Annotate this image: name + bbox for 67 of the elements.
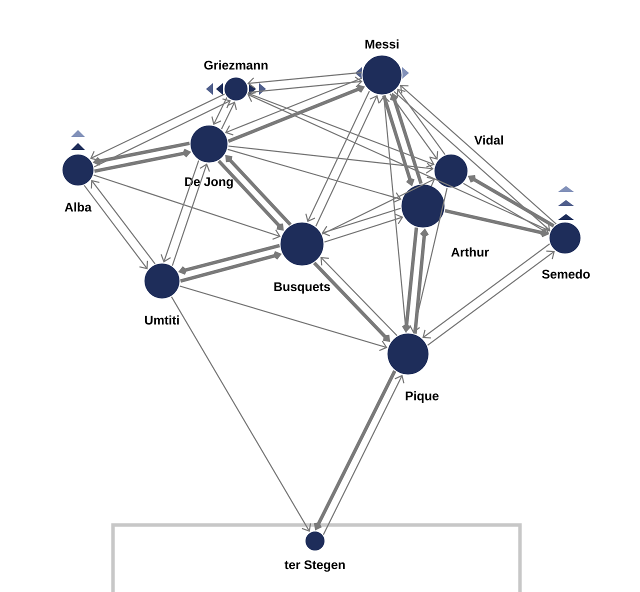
- arrow: [228, 148, 402, 203]
- arrow: [171, 296, 312, 532]
- player-node: Pique: [386, 332, 439, 403]
- node-label: Pique: [406, 391, 439, 403]
- arrow: [468, 174, 555, 228]
- player-node: Busquets: [274, 222, 330, 294]
- node-label: Griezmann: [204, 60, 268, 70]
- arrow: [94, 174, 281, 240]
- arrow: [180, 286, 388, 352]
- arrow: [248, 76, 362, 94]
- arrow: [400, 84, 557, 224]
- arrow: [402, 227, 418, 333]
- node-label: Vidal: [474, 135, 503, 145]
- arrow: [221, 101, 237, 130]
- arrow: [322, 374, 404, 535]
- arrow: [305, 90, 370, 222]
- arrow: [94, 148, 192, 173]
- arrow: [444, 208, 549, 238]
- arrow: [390, 94, 438, 160]
- arrow: [228, 145, 434, 174]
- arrow: [247, 92, 550, 232]
- player-node: Semedo: [542, 222, 590, 279]
- player-node: ter Stegen: [284, 530, 345, 572]
- node-label: Busquets: [274, 282, 330, 294]
- arrow: [211, 97, 228, 125]
- arrow: [247, 72, 362, 88]
- arrow: [314, 370, 396, 531]
- arrow: [248, 92, 435, 168]
- arrow: [92, 142, 190, 166]
- arrow: [90, 94, 225, 161]
- arrow: [382, 94, 415, 186]
- arrow: [322, 208, 401, 236]
- arrow: [463, 182, 550, 236]
- arrow: [90, 180, 156, 264]
- arrow: [378, 95, 407, 333]
- node-label: Semedo: [542, 269, 590, 279]
- arrow: [315, 94, 380, 227]
- arrow: [160, 160, 200, 263]
- arrow: [413, 228, 429, 334]
- player-node: Umtiti: [144, 262, 180, 325]
- arrow: [322, 176, 436, 235]
- arrow: [313, 262, 390, 342]
- arrow: [225, 154, 292, 226]
- arrow: [217, 160, 284, 231]
- arrow: [422, 243, 550, 339]
- arrow: [396, 88, 446, 155]
- node-label: Messi: [365, 39, 398, 49]
- arrow: [228, 84, 365, 143]
- node-label: Alba: [64, 202, 92, 212]
- node-label: Arthur: [451, 247, 489, 257]
- arrow: [409, 188, 448, 334]
- arrow: [324, 214, 404, 243]
- arrow: [178, 244, 280, 275]
- player-node: Alba: [62, 154, 94, 212]
- arrow: [224, 78, 362, 136]
- node-label: Umtiti: [145, 315, 179, 325]
- arrow: [94, 98, 231, 168]
- arrow: [427, 250, 555, 346]
- arrow: [84, 184, 148, 270]
- player-node: Messi: [362, 39, 402, 96]
- node-label: ter Stegen: [284, 560, 345, 572]
- arrow: [320, 256, 398, 336]
- arrow: [390, 92, 423, 184]
- arrow: [180, 251, 282, 283]
- arrow: [394, 91, 550, 231]
- arrow: [172, 163, 210, 266]
- player-node: Griezmann: [204, 60, 268, 102]
